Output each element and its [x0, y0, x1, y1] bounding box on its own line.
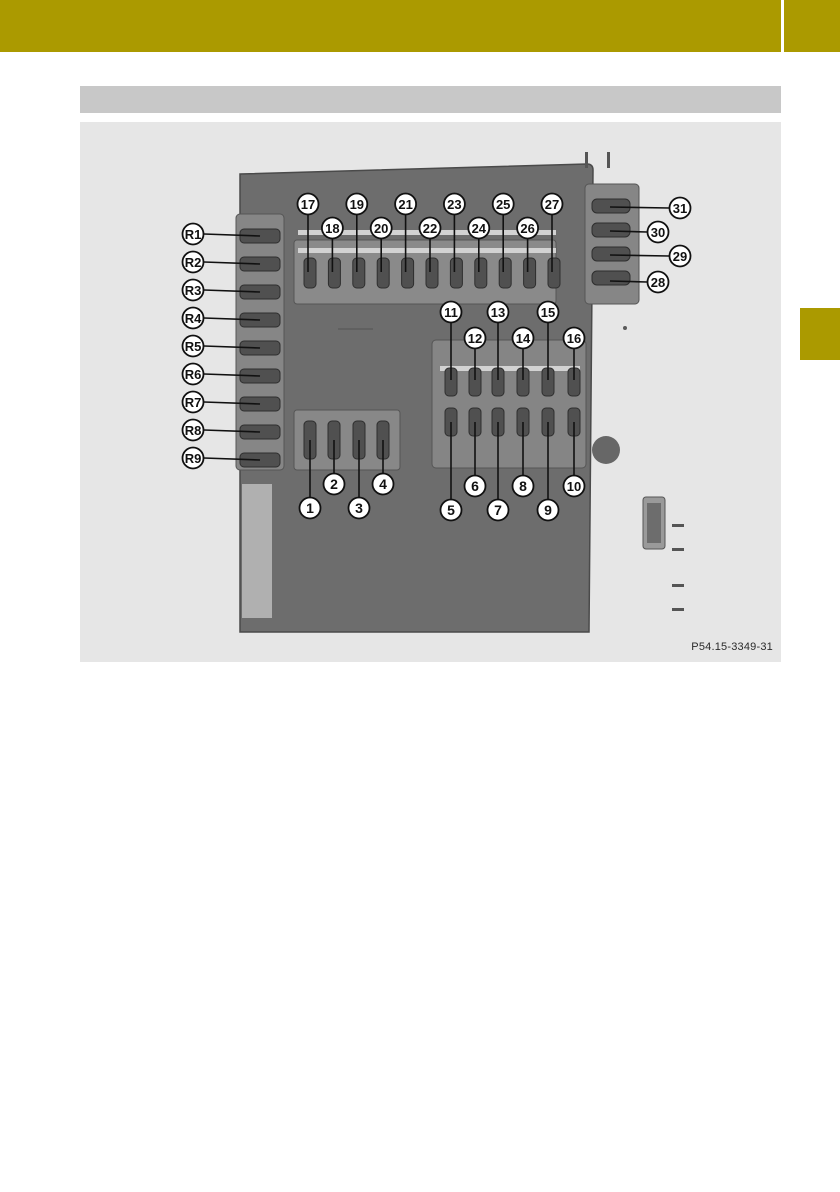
callout-text: 25	[496, 197, 510, 212]
fuse-slot	[377, 258, 389, 288]
callout-text: 21	[398, 197, 412, 212]
callout-text: 12	[468, 331, 482, 346]
callout-text: 30	[651, 225, 665, 240]
callout-text: 19	[350, 197, 364, 212]
callout-text: 5	[447, 502, 455, 518]
callout-text: 7	[494, 502, 502, 518]
callout-text: 18	[325, 221, 339, 236]
callout-text: 24	[472, 221, 487, 236]
lower-block-highlight	[440, 366, 580, 371]
callout-text: 3	[355, 500, 363, 516]
maxi-fuse-slot	[592, 247, 630, 261]
header-bar	[0, 0, 840, 52]
maxi-fuse-slot	[592, 223, 630, 237]
maxi-fuse-slot	[592, 271, 630, 285]
chapter-tab	[800, 308, 840, 360]
callout-text: 26	[520, 221, 534, 236]
callout-text: R1	[185, 227, 202, 242]
callout-text: R5	[185, 339, 202, 354]
lower-fuse-block-frame	[432, 340, 586, 468]
callout-text: 4	[379, 476, 387, 492]
maxi-fuse-slot	[592, 199, 630, 213]
header-divider	[781, 0, 784, 52]
callout-text: 20	[374, 221, 388, 236]
callout-leader	[610, 231, 647, 232]
fuse-box-diagram: R1R2R3R4R5R6R7R8R91718192021222324252627…	[80, 122, 781, 662]
callout-text: 9	[544, 502, 552, 518]
callout-text: 1	[306, 500, 314, 516]
callout-text: 11	[444, 305, 458, 320]
callout-text: 23	[447, 197, 461, 212]
callout-text: 28	[651, 275, 665, 290]
callout-text: 27	[545, 197, 559, 212]
fuse-slot	[524, 258, 536, 288]
fuse-slot	[328, 258, 340, 288]
callout-text: 22	[423, 221, 437, 236]
callout-text: R3	[185, 283, 202, 298]
fuse-slot	[548, 258, 560, 288]
fuse-slot	[304, 258, 316, 288]
fuse-slot	[353, 258, 365, 288]
fuse-slot	[426, 258, 438, 288]
callout-text: R9	[185, 451, 202, 466]
callout-leader	[610, 255, 669, 256]
callout-text: R6	[185, 367, 202, 382]
callout-text: 8	[519, 478, 527, 494]
callout-leader	[610, 281, 647, 282]
callout-text: 17	[301, 197, 315, 212]
callout-text: 16	[567, 331, 581, 346]
callout-text: 10	[567, 479, 581, 494]
callout-text: 15	[541, 305, 555, 320]
callout-text: R2	[185, 255, 202, 270]
callout-text: R8	[185, 423, 202, 438]
callout-text: R7	[185, 395, 202, 410]
callout-text: 14	[516, 331, 531, 346]
callout-text: 13	[491, 305, 505, 320]
callout-text: 29	[673, 249, 687, 264]
section-heading-bar	[80, 86, 781, 113]
callout-leader	[610, 207, 669, 208]
upper-strip-highlight	[298, 248, 556, 253]
fuse-slot	[402, 258, 414, 288]
fuse-slot	[450, 258, 462, 288]
callout-text: 31	[673, 201, 687, 216]
fuse-slot	[499, 258, 511, 288]
callout-text: 2	[330, 476, 338, 492]
figure-code: P54.15-3349-31	[691, 641, 773, 653]
callout-text: R4	[185, 311, 202, 326]
callout-text: 6	[471, 478, 479, 494]
fuse-slot	[475, 258, 487, 288]
